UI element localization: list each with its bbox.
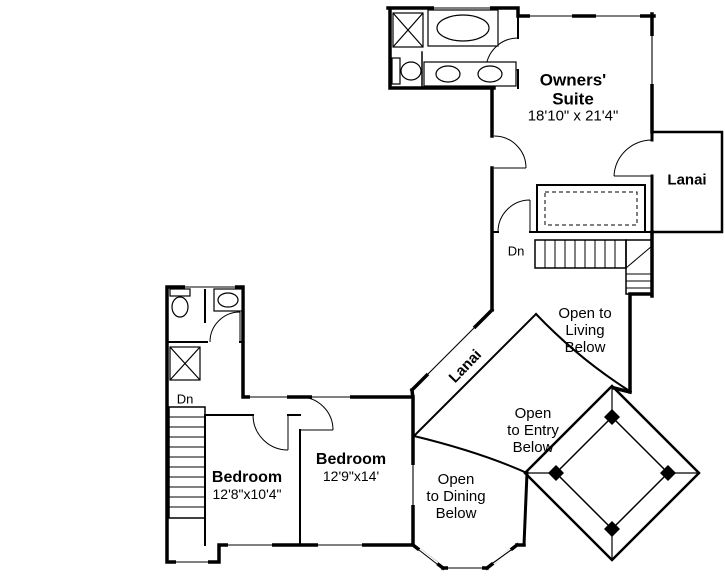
- open-dining-line2: to Dining: [426, 487, 486, 505]
- owners-suite-name-line2: Suite: [552, 89, 594, 109]
- toilet-tank: [391, 57, 401, 85]
- interior-walls: [166, 15, 653, 546]
- bedroom-right-name: Bedroom: [315, 451, 387, 469]
- master-bath-fixtures: [391, 9, 517, 87]
- bedroom-left-dims: 12'8"x10'4": [212, 486, 282, 503]
- toilet-fixture: [400, 61, 422, 81]
- stairs-lower: [168, 406, 206, 519]
- windows: [176, 6, 654, 570]
- open-entry-line2: to Entry: [507, 421, 559, 439]
- toilet-fixture: [171, 296, 189, 318]
- stair-upper-dn-label: Dn: [507, 243, 525, 259]
- owners-suite-dims: 18'10" x 21'4": [527, 107, 619, 125]
- open-entry-line3: Below: [512, 438, 554, 456]
- open-dining-line1: Open: [437, 470, 475, 488]
- built-in-unit: [536, 184, 646, 233]
- open-to-dining-label: Open to Dining Below: [426, 470, 486, 522]
- stairs-upper: [534, 239, 653, 295]
- sink-fixture: [477, 65, 503, 83]
- lanai-porch-outline: [652, 130, 724, 234]
- open-dining-line3: Below: [435, 504, 477, 522]
- open-to-entry-label: Open to Entry Below: [507, 404, 559, 456]
- sink-fixture: [435, 65, 461, 83]
- bedroom-left-name: Bedroom: [211, 469, 283, 487]
- open-to-living-label: Open to Living Below: [558, 304, 612, 356]
- bedroom-right-label: Bedroom 12'9"x14': [316, 451, 386, 485]
- bedroom-left-label: Bedroom 12'8"x10'4": [212, 469, 282, 503]
- bathtub-fixture: [436, 14, 490, 42]
- owners-suite-name-line1: Owners': [539, 70, 607, 90]
- owners-suite-label: Owners' Suite 18'10" x 21'4": [528, 71, 619, 126]
- open-living-line3: Below: [564, 338, 606, 356]
- sink-fixture: [217, 292, 239, 308]
- lanai-upper-label: Lanai: [667, 171, 707, 189]
- open-living-line1: Open to: [558, 304, 612, 322]
- hall-bath-fixtures: [169, 288, 243, 381]
- entry-columns: [548, 409, 676, 537]
- toilet-tank: [169, 288, 191, 297]
- stair-lower-dn-label: Dn: [176, 391, 194, 407]
- open-living-line2: Living: [565, 321, 605, 339]
- entry-tower: [523, 384, 701, 562]
- open-entry-line1: Open: [514, 404, 552, 422]
- bedroom-right-dims: 12'9"x14': [322, 468, 380, 485]
